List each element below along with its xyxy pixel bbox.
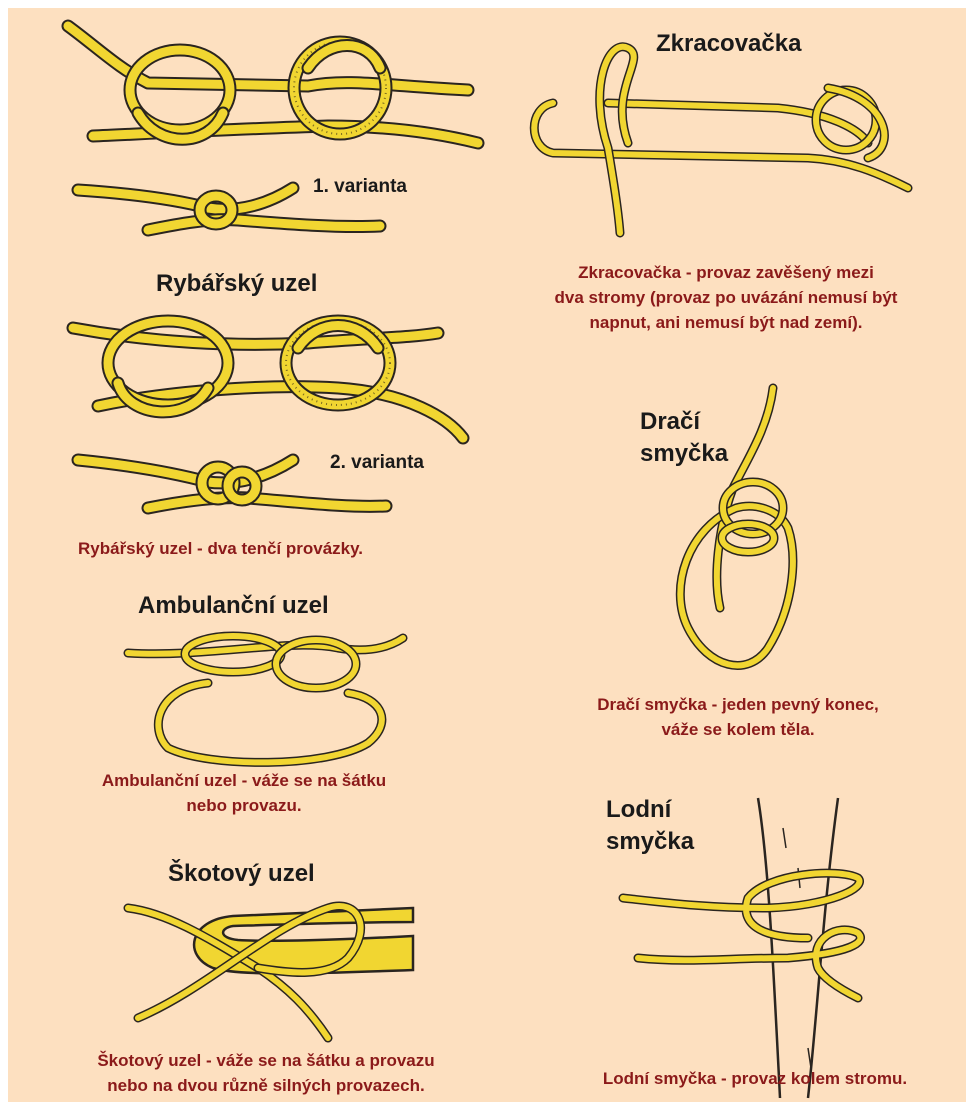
- caption-line: Ambulanční uzel - váže se na šátku: [44, 768, 444, 793]
- bowline-caption: Dračí smyčka - jeden pevný konec, váže s…: [538, 692, 938, 742]
- bowline-title: Dračí smyčka: [640, 406, 728, 470]
- clove-hitch-title-line2: smyčka: [606, 826, 694, 858]
- fisherman-knot-title: Rybářský uzel: [156, 270, 317, 298]
- fisherman-knot-caption: Rybářský uzel - dva tenčí provázky.: [78, 536, 363, 561]
- sheepshank-title: Zkracovačka: [656, 30, 801, 58]
- bowline-title-line1: Dračí: [640, 406, 728, 438]
- clove-hitch-title-line1: Lodní: [606, 794, 694, 826]
- caption-line: Dračí smyčka - jeden pevný konec,: [538, 692, 938, 717]
- fisherman-variant1-label: 1. varianta: [313, 176, 407, 198]
- sheet-bend-caption: Škotový uzel - váže se na šátku a provaz…: [36, 1048, 496, 1098]
- bowline-title-line2: smyčka: [640, 438, 728, 470]
- fisherman-knot-variant2-open: [73, 321, 463, 438]
- sheet-bend-drawing: [128, 906, 413, 1038]
- caption-line: váže se kolem těla.: [538, 717, 938, 742]
- caption-line: Lodní smyčka - provaz kolem stromu.: [546, 1066, 964, 1091]
- ambulance-knot-caption: Ambulanční uzel - váže se na šátku nebo …: [44, 768, 444, 818]
- caption-line: nebo na dvou různě silných provazech.: [36, 1073, 496, 1098]
- caption-line: dva stromy (provaz po uvázání nemusí být: [496, 285, 956, 310]
- caption-line: napnut, ani nemusí být nad zemí).: [496, 310, 956, 335]
- sheepshank-drawing: [534, 47, 908, 233]
- caption-line: Škotový uzel - váže se na šátku a provaz…: [36, 1048, 496, 1073]
- sheepshank-caption: Zkracovačka - provaz zavěšený mezi dva s…: [496, 260, 956, 335]
- caption-line: nebo provazu.: [44, 793, 444, 818]
- caption-line: Zkracovačka - provaz zavěšený mezi: [496, 260, 956, 285]
- fisherman-variant2-label: 2. varianta: [330, 452, 424, 474]
- clove-hitch-caption: Lodní smyčka - provaz kolem stromu.: [546, 1066, 964, 1091]
- ambulance-knot-title: Ambulanční uzel: [138, 592, 329, 620]
- clove-hitch-title: Lodní smyčka: [606, 794, 694, 858]
- ambulance-knot-drawing: [128, 636, 403, 762]
- fisherman-knot-variant1-open: [68, 26, 478, 143]
- knots-sheet: .o { fill:none; stroke:#2a2520; stroke-w…: [8, 8, 966, 1102]
- caption-line: Rybářský uzel - dva tenčí provázky.: [78, 536, 363, 561]
- sheet-bend-title: Škotový uzel: [168, 860, 315, 888]
